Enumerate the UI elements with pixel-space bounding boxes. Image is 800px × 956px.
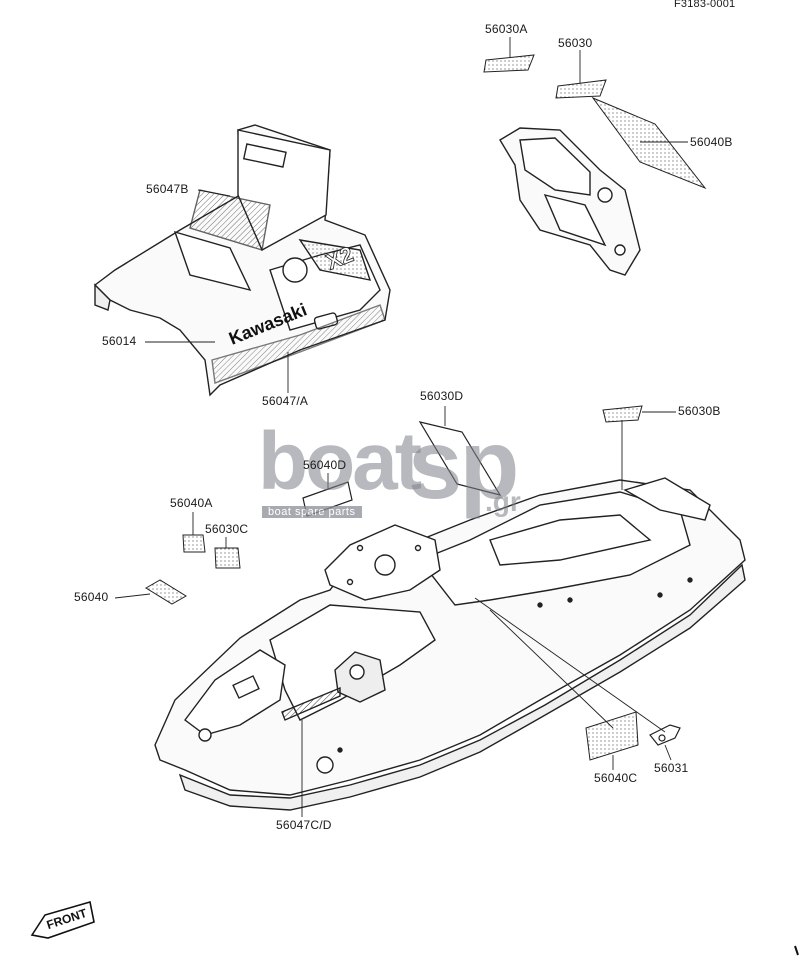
leader-lines — [114, 37, 688, 817]
corner-mark — [794, 945, 799, 956]
label-56030: 56030 — [558, 36, 593, 50]
decal-56030A — [483, 54, 535, 73]
watermark-tagline: boat spare parts — [262, 506, 362, 518]
label-56030C: 56030C — [205, 522, 249, 536]
label-56030B: 56030B — [678, 404, 721, 418]
part-56031 — [649, 724, 681, 746]
decal-56040A — [182, 534, 206, 553]
decal-56030C — [214, 547, 241, 569]
label-56014: 56014 — [102, 334, 137, 348]
decal-56040C — [585, 711, 639, 761]
label-56040C: 56040C — [594, 771, 638, 785]
decal-56030B — [602, 405, 643, 423]
storage-cover — [499, 127, 641, 276]
watermark-sp: sp — [408, 409, 519, 519]
label-56040D: 56040D — [303, 458, 347, 472]
diagram-id: F3183-0001 — [674, 0, 736, 10]
label-56047B: 56047B — [146, 182, 189, 196]
decal-56030D — [418, 421, 502, 496]
decal-56040 — [145, 579, 187, 605]
decal-56040B — [591, 96, 707, 190]
label-56040B: 56040B — [690, 135, 733, 149]
label-56030D: 56030D — [420, 389, 464, 403]
engine-hood — [93, 124, 391, 397]
watermark-domain: .gr — [485, 486, 521, 517]
label-56040A: 56040A — [170, 496, 213, 510]
label-56047A: 56047/A — [262, 394, 309, 408]
front-arrow-icon — [30, 900, 95, 939]
decal-56030 — [555, 79, 607, 99]
label-56040: 56040 — [74, 590, 109, 604]
hull — [154, 477, 746, 811]
label-56031: 56031 — [654, 761, 689, 775]
watermark-boat: boat — [258, 416, 422, 507]
label-56030A: 56030A — [485, 22, 528, 36]
label-56047CD: 56047C/D — [276, 818, 332, 832]
